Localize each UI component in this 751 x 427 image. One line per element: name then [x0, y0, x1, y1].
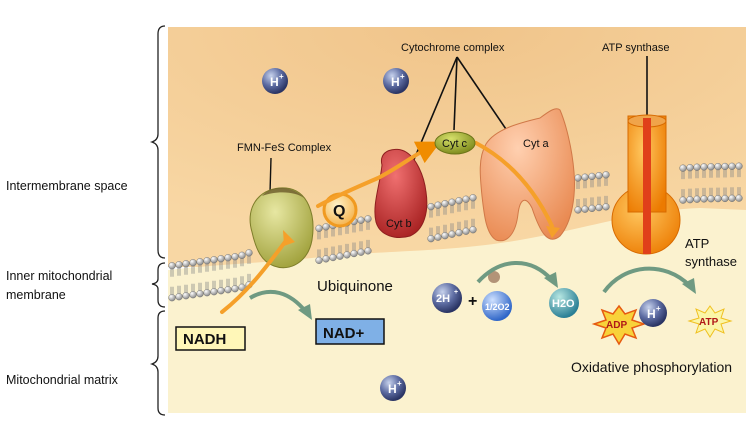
nadh-oxidation-arrow — [248, 289, 308, 314]
half-oxygen: 1/2O2 — [482, 291, 512, 321]
proton-ion: H + — [639, 299, 667, 327]
region-braces — [149, 25, 166, 416]
electron-flow-arrows — [220, 141, 554, 314]
cytochrome-c-label: Cyt c — [442, 138, 468, 150]
inner-membrane-label-line1: Inner mitochondrial — [6, 269, 113, 283]
cytochrome-a — [479, 108, 575, 242]
svg-text:H: H — [647, 307, 656, 321]
adp-burst: ADP — [591, 304, 647, 346]
nadh-oxidation-arrowhead — [298, 304, 312, 320]
inner-membrane-label-line2: membrane — [6, 288, 66, 302]
electron-flow-arrowheads — [283, 226, 560, 246]
membrane-bilayer — [168, 162, 743, 302]
svg-text:1/2O2: 1/2O2 — [485, 302, 510, 312]
svg-text:H: H — [391, 75, 400, 89]
quinone-q-label: Q — [333, 203, 345, 220]
svg-text:ATP: ATP — [699, 317, 719, 328]
atp-burst: ATP — [687, 305, 733, 338]
water-formation-arrow — [476, 261, 554, 284]
plus-sign: + — [468, 293, 477, 310]
svg-text:H2O: H2O — [552, 298, 575, 310]
fmn-fes-complex — [249, 187, 314, 269]
two-protons: 2H + — [432, 283, 462, 313]
fmn-fes-label: FMN-FeS Complex — [237, 142, 332, 154]
phosphorylation-arrow — [602, 266, 692, 294]
atp-synthase-top-label: ATP synthase — [602, 42, 669, 54]
svg-text:2H: 2H — [436, 293, 450, 305]
svg-text:NAD+: NAD+ — [323, 325, 364, 342]
svg-text:ADP: ADP — [606, 320, 627, 331]
water-formation-arrowhead — [544, 272, 558, 288]
proton-ion: H + — [262, 68, 288, 94]
cytochrome-complex-label: Cytochrome complex — [401, 42, 505, 54]
proton-ion: H + — [380, 375, 406, 401]
svg-text:NADH: NADH — [183, 331, 226, 348]
nad-plus-box: NAD+ — [315, 318, 385, 345]
cytochrome-b-label: Cyt b — [386, 218, 412, 230]
atp-synthase-complex — [611, 114, 681, 255]
svg-text:H: H — [270, 75, 279, 89]
cytochrome-c — [434, 131, 476, 155]
cytochrome-a-label: Cyt a — [523, 138, 550, 150]
oxidative-phosphorylation-label: Oxidative phosphorylation — [571, 359, 732, 375]
electron-dot — [488, 271, 500, 283]
mitochondrial-matrix-label: Mitochondrial matrix — [6, 373, 118, 387]
fmn-fes-shadow — [262, 188, 304, 198]
svg-text:+: + — [454, 289, 458, 296]
svg-text:+: + — [656, 304, 661, 313]
proton-ion: H + — [383, 68, 409, 94]
svg-text:+: + — [397, 379, 402, 388]
ubiquinone-label: Ubiquinone — [317, 278, 393, 295]
svg-text:H: H — [388, 382, 397, 396]
intermembrane-space-label: Intermembrane space — [6, 179, 128, 193]
atp-synthase-label-line2: synthase — [685, 254, 737, 269]
svg-text:+: + — [279, 72, 284, 81]
fmn-fes-pointer-line — [269, 157, 272, 194]
nadh-box: NADH — [175, 326, 246, 351]
matrix-region — [168, 208, 746, 413]
water-molecule: H2O — [549, 288, 579, 318]
phosphorylation-arrowhead — [682, 278, 696, 294]
atp-synthase-label-line1: ATP — [685, 236, 709, 251]
svg-text:+: + — [400, 72, 405, 81]
